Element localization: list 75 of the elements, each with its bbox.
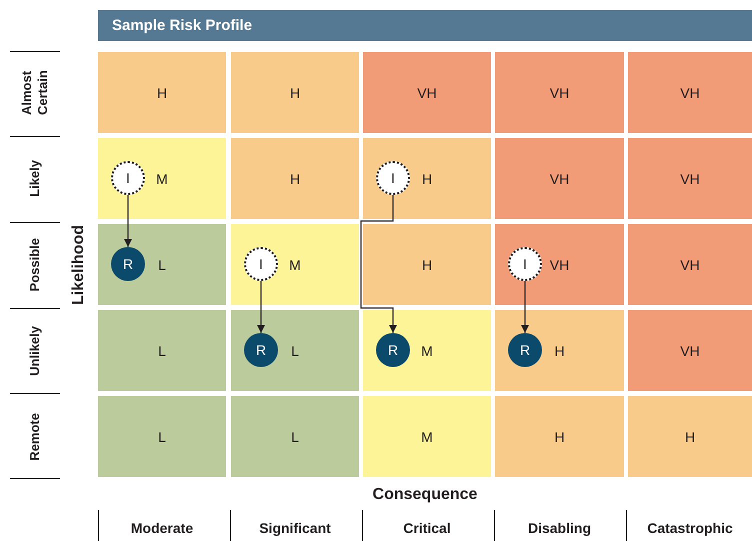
matrix-cell <box>363 310 491 391</box>
risk-rating: VH <box>550 84 570 100</box>
risk-rating: VH <box>680 342 700 358</box>
axis-title: Likelihood <box>70 224 88 304</box>
risk-rating: M <box>289 256 301 272</box>
matrix-cell <box>231 396 359 477</box>
risk-rating: M <box>421 428 433 444</box>
matrix-cell <box>495 138 624 219</box>
risk-rating: H <box>554 342 565 358</box>
row-label: Likely <box>27 160 43 197</box>
risk-rating: L <box>291 428 299 444</box>
matrix-cell <box>495 310 624 391</box>
risk-rating: H <box>554 428 565 444</box>
matrix-cell <box>628 138 752 219</box>
matrix-cell <box>363 52 491 133</box>
risk-rating: VH <box>550 170 570 186</box>
risk-rating: VH <box>550 256 570 272</box>
matrix-cell <box>628 52 752 133</box>
filled-circle-marker: R <box>111 247 145 281</box>
risk-rating: VH <box>680 84 700 100</box>
column-label: Disabling <box>528 520 591 536</box>
matrix-cell <box>628 396 752 477</box>
risk-rating: L <box>158 342 166 358</box>
risk-rating: VH <box>417 84 437 100</box>
risk-rating: H <box>684 428 696 444</box>
axis-title: Consequence <box>372 486 478 503</box>
matrix-cell <box>98 224 226 305</box>
risk-rating: VH <box>680 170 700 186</box>
risk-rating: H <box>422 170 432 186</box>
matrix-cell <box>495 396 624 477</box>
arrow <box>521 281 529 333</box>
arrow <box>360 195 397 333</box>
risk-rating: M <box>421 342 433 358</box>
filled-circle-marker: R <box>376 333 410 367</box>
filled-circle-marker: R <box>508 333 542 367</box>
row-label: Remote <box>27 412 43 460</box>
risk-rating: L <box>291 342 299 358</box>
dotted-circle-marker: I <box>244 247 278 281</box>
matrix-cell <box>231 310 359 391</box>
matrix-cell <box>231 138 359 219</box>
risk-rating: H <box>290 84 300 100</box>
risk-rating: H <box>422 256 432 272</box>
risk-rating: M <box>156 170 168 186</box>
matrix-cell <box>98 396 226 477</box>
matrix-cell <box>98 52 226 133</box>
matrix-cell <box>495 52 624 133</box>
arrow <box>124 195 132 247</box>
matrix-cell <box>231 52 359 133</box>
column-label: Significant <box>259 520 331 536</box>
matrix-cell <box>363 396 491 477</box>
matrix-cell <box>231 224 359 305</box>
matrix-cell <box>628 224 752 305</box>
dotted-circle-marker: I <box>376 161 410 195</box>
column-label: Moderate <box>130 520 194 536</box>
matrix-cell <box>628 310 752 391</box>
column-label: Critical <box>403 520 451 536</box>
risk-rating: H <box>290 170 300 186</box>
matrix-cell <box>495 224 624 305</box>
title-banner: Sample Risk Profile <box>98 10 752 41</box>
matrix-cell <box>363 224 491 305</box>
matrix-cell <box>98 310 226 391</box>
risk-rating: H <box>156 84 168 100</box>
row-label: Unlikely <box>27 326 43 376</box>
risk-rating: L <box>158 256 166 272</box>
column-label: Catastrophic <box>647 520 733 536</box>
dotted-circle-marker: I <box>508 247 542 281</box>
arrow <box>257 281 265 333</box>
matrix-cell <box>363 138 491 219</box>
risk-rating: VH <box>680 256 700 272</box>
filled-circle-marker: R <box>244 333 278 367</box>
matrix-cell <box>98 138 226 219</box>
row-label: Almost Certain <box>19 69 51 117</box>
risk-rating: L <box>158 428 166 444</box>
dotted-circle-marker: I <box>111 161 145 195</box>
row-label: Possible <box>27 238 43 292</box>
